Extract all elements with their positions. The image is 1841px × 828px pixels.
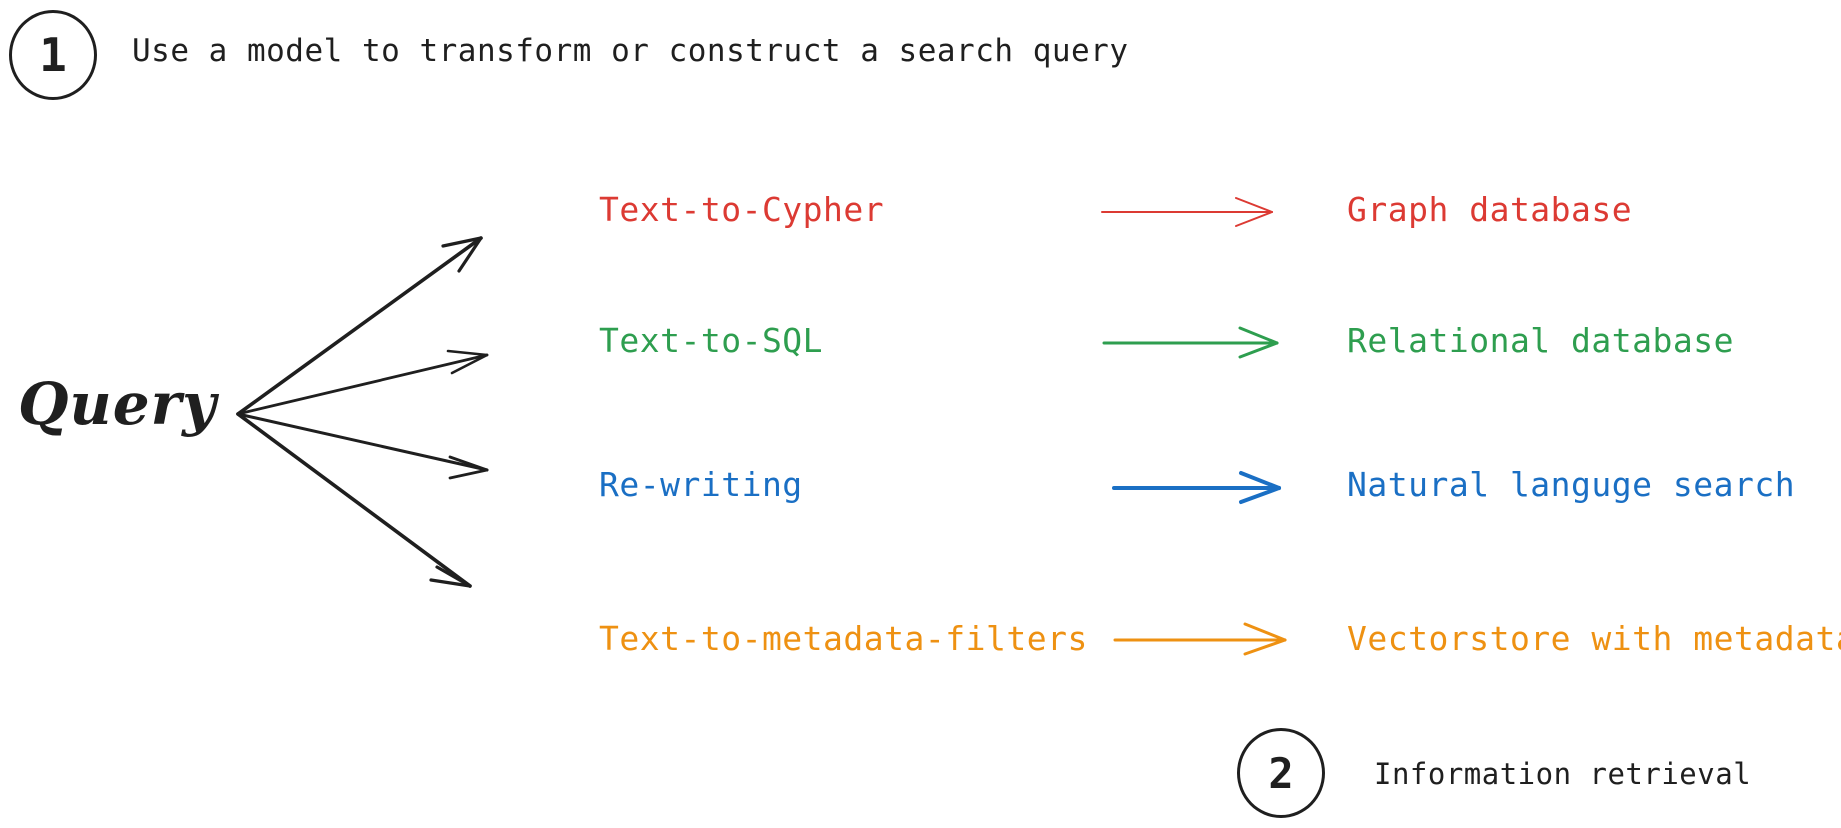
connector-blue-head-top	[1239, 471, 1281, 490]
connector-arrow-green	[1102, 326, 1279, 359]
query-source-label: Query	[18, 370, 217, 438]
step-1-title: Use a model to transform or construct a …	[132, 33, 1129, 69]
connector-blue-head-bottom	[1239, 486, 1281, 504]
connector-arrow-blue	[1112, 471, 1281, 504]
step-2-title: Information retrieval	[1374, 757, 1752, 791]
step-badge-1-number: 1	[39, 28, 67, 82]
connector-orange-head-top	[1243, 622, 1287, 642]
technique-label-text-to-metadata-filters: Text-to-metadata-filters	[599, 619, 1088, 658]
technique-label-re-writing: Re-writing	[599, 465, 803, 504]
fan-arrow-1	[236, 236, 483, 416]
fan-arrow-4	[236, 412, 472, 588]
connector-arrow-red	[1101, 197, 1273, 227]
connector-red-head-bottom	[1235, 211, 1273, 227]
target-label-natural-language-search: Natural languge search	[1347, 465, 1796, 504]
step-badge-2-number: 2	[1268, 748, 1294, 798]
connector-green-head-bottom	[1238, 341, 1279, 359]
connector-green-head-top	[1238, 326, 1279, 345]
technique-label-text-to-cypher: Text-to-Cypher	[599, 190, 885, 229]
step-badge-2: 2	[1237, 728, 1325, 818]
connector-orange-head-bottom	[1243, 638, 1287, 656]
technique-label-text-to-sql: Text-to-SQL	[599, 321, 824, 360]
step-badge-1: 1	[9, 10, 97, 100]
target-label-vectorstore-with-metadata: Vectorstore with metadata	[1347, 619, 1841, 658]
target-label-graph-database: Graph database	[1347, 190, 1633, 229]
connector-arrow-orange	[1113, 622, 1287, 656]
fan-arrow-2	[236, 349, 489, 416]
connector-red-head-top	[1235, 197, 1273, 213]
fan-arrow-3	[236, 412, 489, 480]
target-label-relational-database: Relational database	[1347, 321, 1734, 360]
query-fan-arrows	[236, 236, 489, 588]
